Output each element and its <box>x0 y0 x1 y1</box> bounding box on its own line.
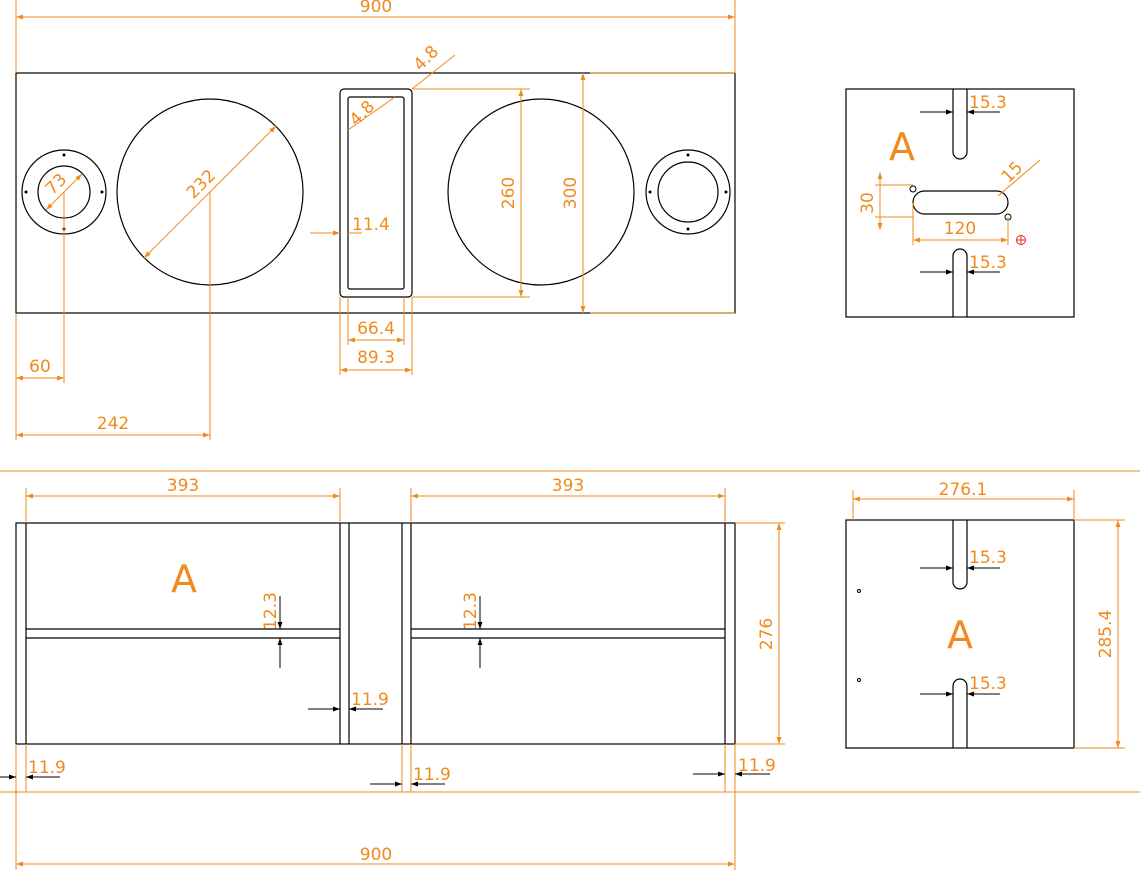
large-circle-dia-label: 232 <box>183 166 220 203</box>
oval-height-label: 30 <box>858 192 878 214</box>
bottom-panels: 393 393 A 12.3 12.3 11.9 276 11.9 11.9 <box>0 476 785 870</box>
bottom-panels-outline <box>15 522 736 745</box>
small-speaker-right <box>645 149 731 235</box>
side-bottom-height-label: 285.4 <box>1096 610 1116 659</box>
side-panel-bottom-outline <box>845 519 1075 749</box>
side-bottom-bottom-notch <box>952 678 968 748</box>
front-panel: 900 73 232 4.8 4.8 <box>15 0 736 440</box>
side-panel-top: A 15.3 30 120 15 15.3 <box>845 88 1075 318</box>
front-panel-outline <box>15 72 736 314</box>
bottom-overall-width-label: 900 <box>360 845 392 865</box>
right-width-label: 393 <box>552 476 584 496</box>
slot-outer-width-label: 89.3 <box>357 348 395 368</box>
bottom-height-label: 276 <box>757 618 777 650</box>
side-panel-bottom-label: A <box>947 613 973 657</box>
side-bottom-top-notch <box>952 520 968 590</box>
right-edge-label: 11.9 <box>738 756 776 776</box>
shelf-gap-right-label: 12.3 <box>461 592 481 630</box>
slot-inner-width-label: 66.4 <box>357 319 395 339</box>
top-notch <box>952 89 968 160</box>
bottom-notch <box>952 248 968 317</box>
slot-wall-label: 4.8 <box>410 42 443 75</box>
bottom-slot-width-label: 15.3 <box>969 253 1007 273</box>
slot-wall-inner-label: 4.8 <box>346 97 379 130</box>
center-edge-label: 11.9 <box>413 765 451 785</box>
outer-height-label: 300 <box>561 177 581 209</box>
left-width-label: 393 <box>167 476 199 496</box>
side-bottom-width-label: 276.1 <box>939 480 988 500</box>
divider-thickness-label: 11.9 <box>351 690 389 710</box>
inner-height-label: 260 <box>499 177 519 209</box>
oval-length-label: 120 <box>944 219 976 239</box>
side-bottom-bottom-slot-label: 15.3 <box>969 674 1007 694</box>
large-hole-offset-label: 242 <box>97 414 129 434</box>
side-panel-top-label: A <box>889 125 915 169</box>
small-circle-dia-label: 73 <box>42 170 71 199</box>
oval-slot <box>912 190 1009 215</box>
bottom-panel-label: A <box>171 557 197 601</box>
front-overall-width-label: 900 <box>360 0 392 17</box>
side-panel-bottom: 276.1 285.4 15.3 A 15.3 <box>845 480 1125 749</box>
hole-offset-dims: 60 242 <box>15 192 211 440</box>
shelf-gap-left-label: 12.3 <box>261 592 281 630</box>
big-speaker-right: 260 300 <box>412 72 735 314</box>
left-edge-label: 11.9 <box>28 758 66 778</box>
side-panel-top-outline <box>845 88 1075 318</box>
front-overall-width-dim: 900 <box>15 0 736 73</box>
small-hole-offset-label: 60 <box>29 357 51 377</box>
side-bottom-top-slot-label: 15.3 <box>969 548 1007 568</box>
top-slot-width-label: 15.3 <box>969 93 1007 113</box>
oval-radius-label: 15 <box>998 158 1027 187</box>
slot-offset-label: 11.4 <box>352 215 390 235</box>
port-slot: 4.8 4.8 11.4 66.4 89.3 <box>310 42 456 375</box>
